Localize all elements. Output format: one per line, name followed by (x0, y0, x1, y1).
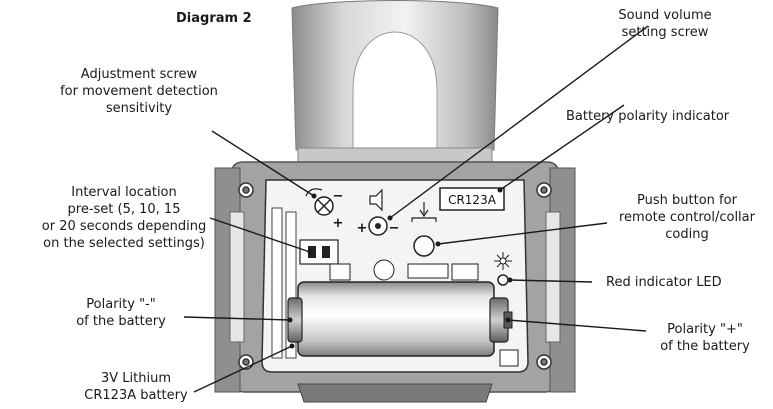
sensitivity-screw (305, 188, 334, 216)
label-line: of the battery (660, 339, 750, 354)
left-rail (271, 207, 283, 359)
left-rail-2 (285, 211, 297, 359)
label-interval-location: Interval location pre-set (5, 10, 15 or … (22, 184, 226, 252)
label-line: CR123A battery (84, 388, 188, 403)
leader-lines (183, 25, 649, 393)
right-clip (499, 349, 519, 367)
sensor-dome (291, 0, 499, 163)
label-line: Polarity "+" (667, 322, 743, 337)
battery-code-box (439, 187, 505, 211)
label-polarity-minus: Polarity "-" of the battery (62, 296, 180, 330)
label-push-button: Push button for remote control/collar co… (604, 192, 770, 243)
label-line: on the selected settings) (43, 236, 205, 251)
dip-key-2 (322, 246, 330, 258)
speaker-icon (369, 188, 383, 212)
label-line: 3V Lithium (100, 371, 171, 386)
label-adjustment-screw: Adjustment screw for movement detection … (38, 66, 240, 117)
leader-interval (209, 217, 311, 253)
led (494, 252, 512, 286)
label-line: sensitivity (105, 101, 173, 116)
label-battery-polarity-indicator: Battery polarity indicator (566, 109, 730, 124)
leader-led (509, 279, 593, 283)
leader-sound-volume (389, 25, 649, 219)
board-components (329, 259, 479, 281)
battery (287, 281, 513, 357)
leader-push-button (437, 222, 608, 245)
label-line: for movement detection (60, 84, 218, 99)
label-line: of the battery (76, 314, 166, 329)
dip-switch (299, 239, 339, 265)
label-line: setting screw (621, 25, 709, 40)
label-line: remote control/collar (619, 210, 755, 225)
leader-dots (287, 187, 513, 349)
label-line: Polarity "-" (86, 297, 156, 312)
label-line: or 20 seconds depending (41, 219, 207, 234)
label-line: pre-set (5, 10, 15 (67, 202, 181, 217)
label-red-led: Red indicator LED (606, 275, 722, 290)
label-line: Sound volume (618, 8, 712, 23)
diagram-title: Diagram 2 (176, 11, 252, 26)
leader-polarity-minus (183, 316, 291, 321)
label-line: Interval location (71, 185, 177, 200)
volume-minus-mark: − (389, 221, 400, 236)
volume-plus-mark: + (357, 221, 368, 236)
push-button (411, 202, 437, 257)
label-line: coding (665, 227, 709, 242)
volume-screw (368, 188, 388, 236)
minus-mark: − (333, 189, 344, 204)
leader-adjustment-screw (211, 130, 315, 197)
label-battery: 3V Lithium CR123A battery (74, 370, 198, 404)
label-polarity-plus: Polarity "+" of the battery (646, 321, 764, 355)
label-line: Push button for (637, 193, 737, 208)
leader-battery-indicator (499, 104, 625, 191)
label-sound-volume: Sound volume setting screw (590, 7, 740, 41)
battery-code-text: CR123A (448, 193, 497, 207)
leader-battery (193, 345, 293, 393)
leader-polarity-plus (507, 319, 647, 332)
label-line: Adjustment screw (80, 67, 198, 82)
plus-mark: + (333, 216, 344, 231)
